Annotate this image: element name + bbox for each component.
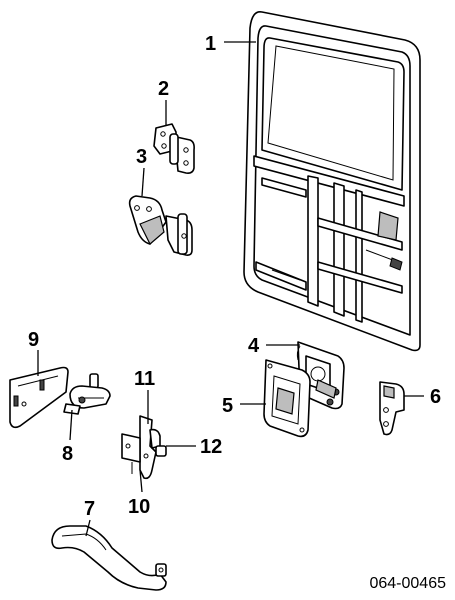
callout-2: 2: [158, 78, 169, 100]
callout-1: 1: [205, 33, 216, 55]
diagram-code: 064-00465: [369, 575, 446, 592]
door-frame: [243, 11, 421, 352]
check-link-roller: [63, 373, 111, 415]
callout-3: 3: [136, 146, 147, 168]
mounting-bracket: [9, 366, 69, 429]
latch-mounting-plate: [263, 359, 311, 438]
callout-6: 6: [430, 386, 441, 408]
leader-lines: [37, 41, 424, 537]
callout-5: 5: [222, 395, 233, 417]
release-linkage: [121, 415, 167, 480]
callout-7: 7: [84, 498, 95, 520]
callout-10: 10: [128, 496, 150, 518]
lower-hinge: [128, 195, 193, 256]
callout-9: 9: [28, 329, 39, 351]
callout-4: 4: [248, 335, 260, 357]
upper-hinge: [153, 123, 195, 174]
door-check-arm: [51, 525, 167, 591]
door-striker: [379, 381, 405, 436]
callout-12: 12: [200, 436, 222, 458]
callout-11: 11: [134, 368, 155, 390]
callout-8: 8: [62, 443, 73, 465]
